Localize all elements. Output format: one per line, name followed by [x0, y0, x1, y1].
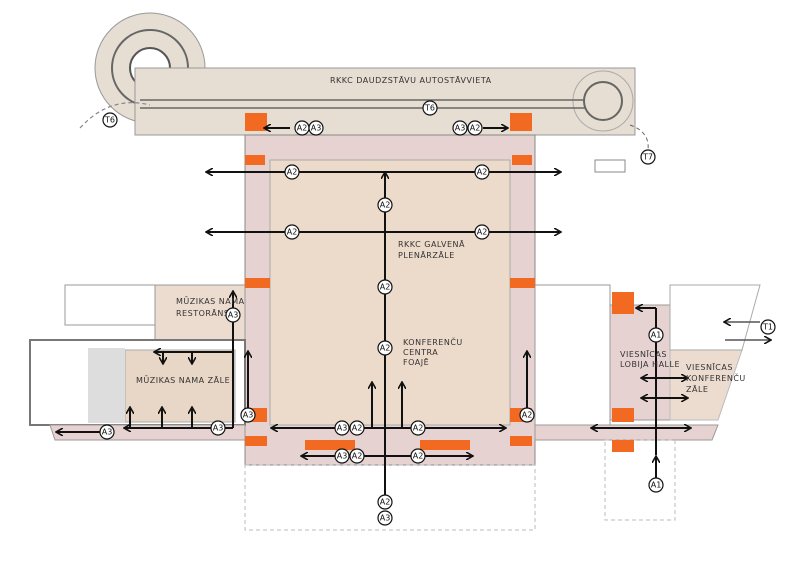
parking-garage: RKKC DAUDZSTĀVU AUTOSTĀVVIETA — [79, 12, 649, 151]
route-badge-label: A2 — [470, 124, 481, 133]
route-badge-a3: A3 — [99, 424, 115, 440]
parking-label: RKKC DAUDZSTĀVU AUTOSTĀVVIETA — [330, 75, 492, 85]
foyer-label-3: FOAJĒ — [403, 357, 429, 367]
route-badge-label: A2 — [477, 168, 488, 177]
route-badge-label: T1 — [762, 323, 773, 332]
route-badge-a3: A3 — [334, 448, 350, 464]
plenary-label-1: RKKC GALVENĀ — [398, 239, 465, 249]
hotel-lobby-label-2: LOBIJA HALLE — [620, 360, 680, 369]
route-badge-a2: A2 — [349, 420, 365, 436]
hotel-conf-label-2: KONFERENČU — [686, 372, 746, 383]
route-badge-label: A3 — [243, 411, 254, 420]
foyer-label-2: CENTRA — [403, 348, 438, 357]
south-annex — [244, 464, 536, 531]
route-badge-a2: A2 — [284, 164, 300, 180]
route-badge-label: A2 — [380, 498, 391, 507]
route-badge-label: A3 — [380, 514, 391, 523]
route-badge-a1: A1 — [648, 327, 664, 343]
route-badge-label: A2 — [522, 411, 533, 420]
route-badge-label: A3 — [455, 124, 466, 133]
route-badge-t6: T6 — [422, 100, 438, 116]
route-badge-label: A3 — [311, 124, 322, 133]
right-wing — [534, 159, 761, 521]
route-badge-a2: A2 — [349, 448, 365, 464]
route-badge-a3: A3 — [240, 407, 256, 423]
route-badge-a2: A2 — [410, 448, 426, 464]
route-badge-label: T6 — [424, 104, 435, 113]
route-badge-label: A2 — [380, 344, 391, 353]
route-badge-a3: A3 — [452, 120, 468, 136]
route-badge-label: A2 — [352, 424, 363, 433]
route-badge-label: T6 — [104, 116, 115, 125]
route-badge-label: A2 — [352, 452, 363, 461]
route-badge-t1: T1 — [760, 319, 776, 335]
route-badge-label: A2 — [380, 201, 391, 210]
route-badge-label: A2 — [413, 424, 424, 433]
restaurant-label-2: RESTORĀNS — [176, 308, 229, 318]
route-badge-label: A2 — [477, 228, 488, 237]
music-hall-label: MŪZIKAS NAMA ZĀLE — [136, 375, 230, 385]
route-badge-a2: A2 — [467, 120, 483, 136]
route-badge-a2: A2 — [474, 164, 490, 180]
route-badge-label: T7 — [642, 153, 653, 162]
route-badge-t6: T6 — [102, 112, 118, 128]
route-badge-label: A2 — [297, 124, 308, 133]
route-badge-a3: A3 — [210, 420, 226, 436]
route-badge-a2: A2 — [519, 407, 535, 423]
route-badge-label: A2 — [413, 452, 424, 461]
route-badge-a3: A3 — [308, 120, 324, 136]
route-badge-a3: A3 — [377, 510, 393, 526]
route-badge-a3: A3 — [334, 420, 350, 436]
route-badge-label: A3 — [228, 311, 239, 320]
restaurant-label-1: MŪZIKAS NAMA — [176, 296, 245, 306]
foyer-label-1: KONFERENČU — [403, 336, 463, 347]
route-badge-label: A1 — [651, 331, 662, 340]
hotel-conf-label-1: VIESNĪCAS — [686, 362, 733, 372]
route-badge-label: A3 — [337, 452, 348, 461]
route-badge-label: A3 — [337, 424, 348, 433]
route-badge-a2: A2 — [377, 197, 393, 213]
hotel-conf-label-3: ZĀLE — [686, 384, 708, 394]
route-badge-label: A3 — [213, 424, 224, 433]
route-badge-t7: T7 — [640, 149, 656, 165]
hotel-lobby-label-1: VIESNĪCAS — [620, 349, 667, 359]
room-labels: RKKC GALVENĀ PLENĀRZĀLE KONFERENČU CENTR… — [136, 239, 746, 394]
route-badge-a2: A2 — [284, 224, 300, 240]
plenary-label-2: PLENĀRZĀLE — [398, 250, 455, 260]
route-badge-a2: A2 — [377, 340, 393, 356]
route-badge-label: A1 — [651, 481, 662, 490]
route-badge-label: A2 — [287, 168, 298, 177]
route-badge-a2: A2 — [377, 494, 393, 510]
route-badge-a2: A2 — [377, 279, 393, 295]
route-badge-a1: A1 — [648, 477, 664, 493]
route-badge-label: A2 — [380, 283, 391, 292]
route-badge-a2: A2 — [294, 120, 310, 136]
route-badge-label: A3 — [102, 428, 113, 437]
route-badge-label: A2 — [287, 228, 298, 237]
route-badge-a2: A2 — [474, 224, 490, 240]
route-badge-a3: A3 — [225, 307, 241, 323]
route-badge-a2: A2 — [410, 420, 426, 436]
